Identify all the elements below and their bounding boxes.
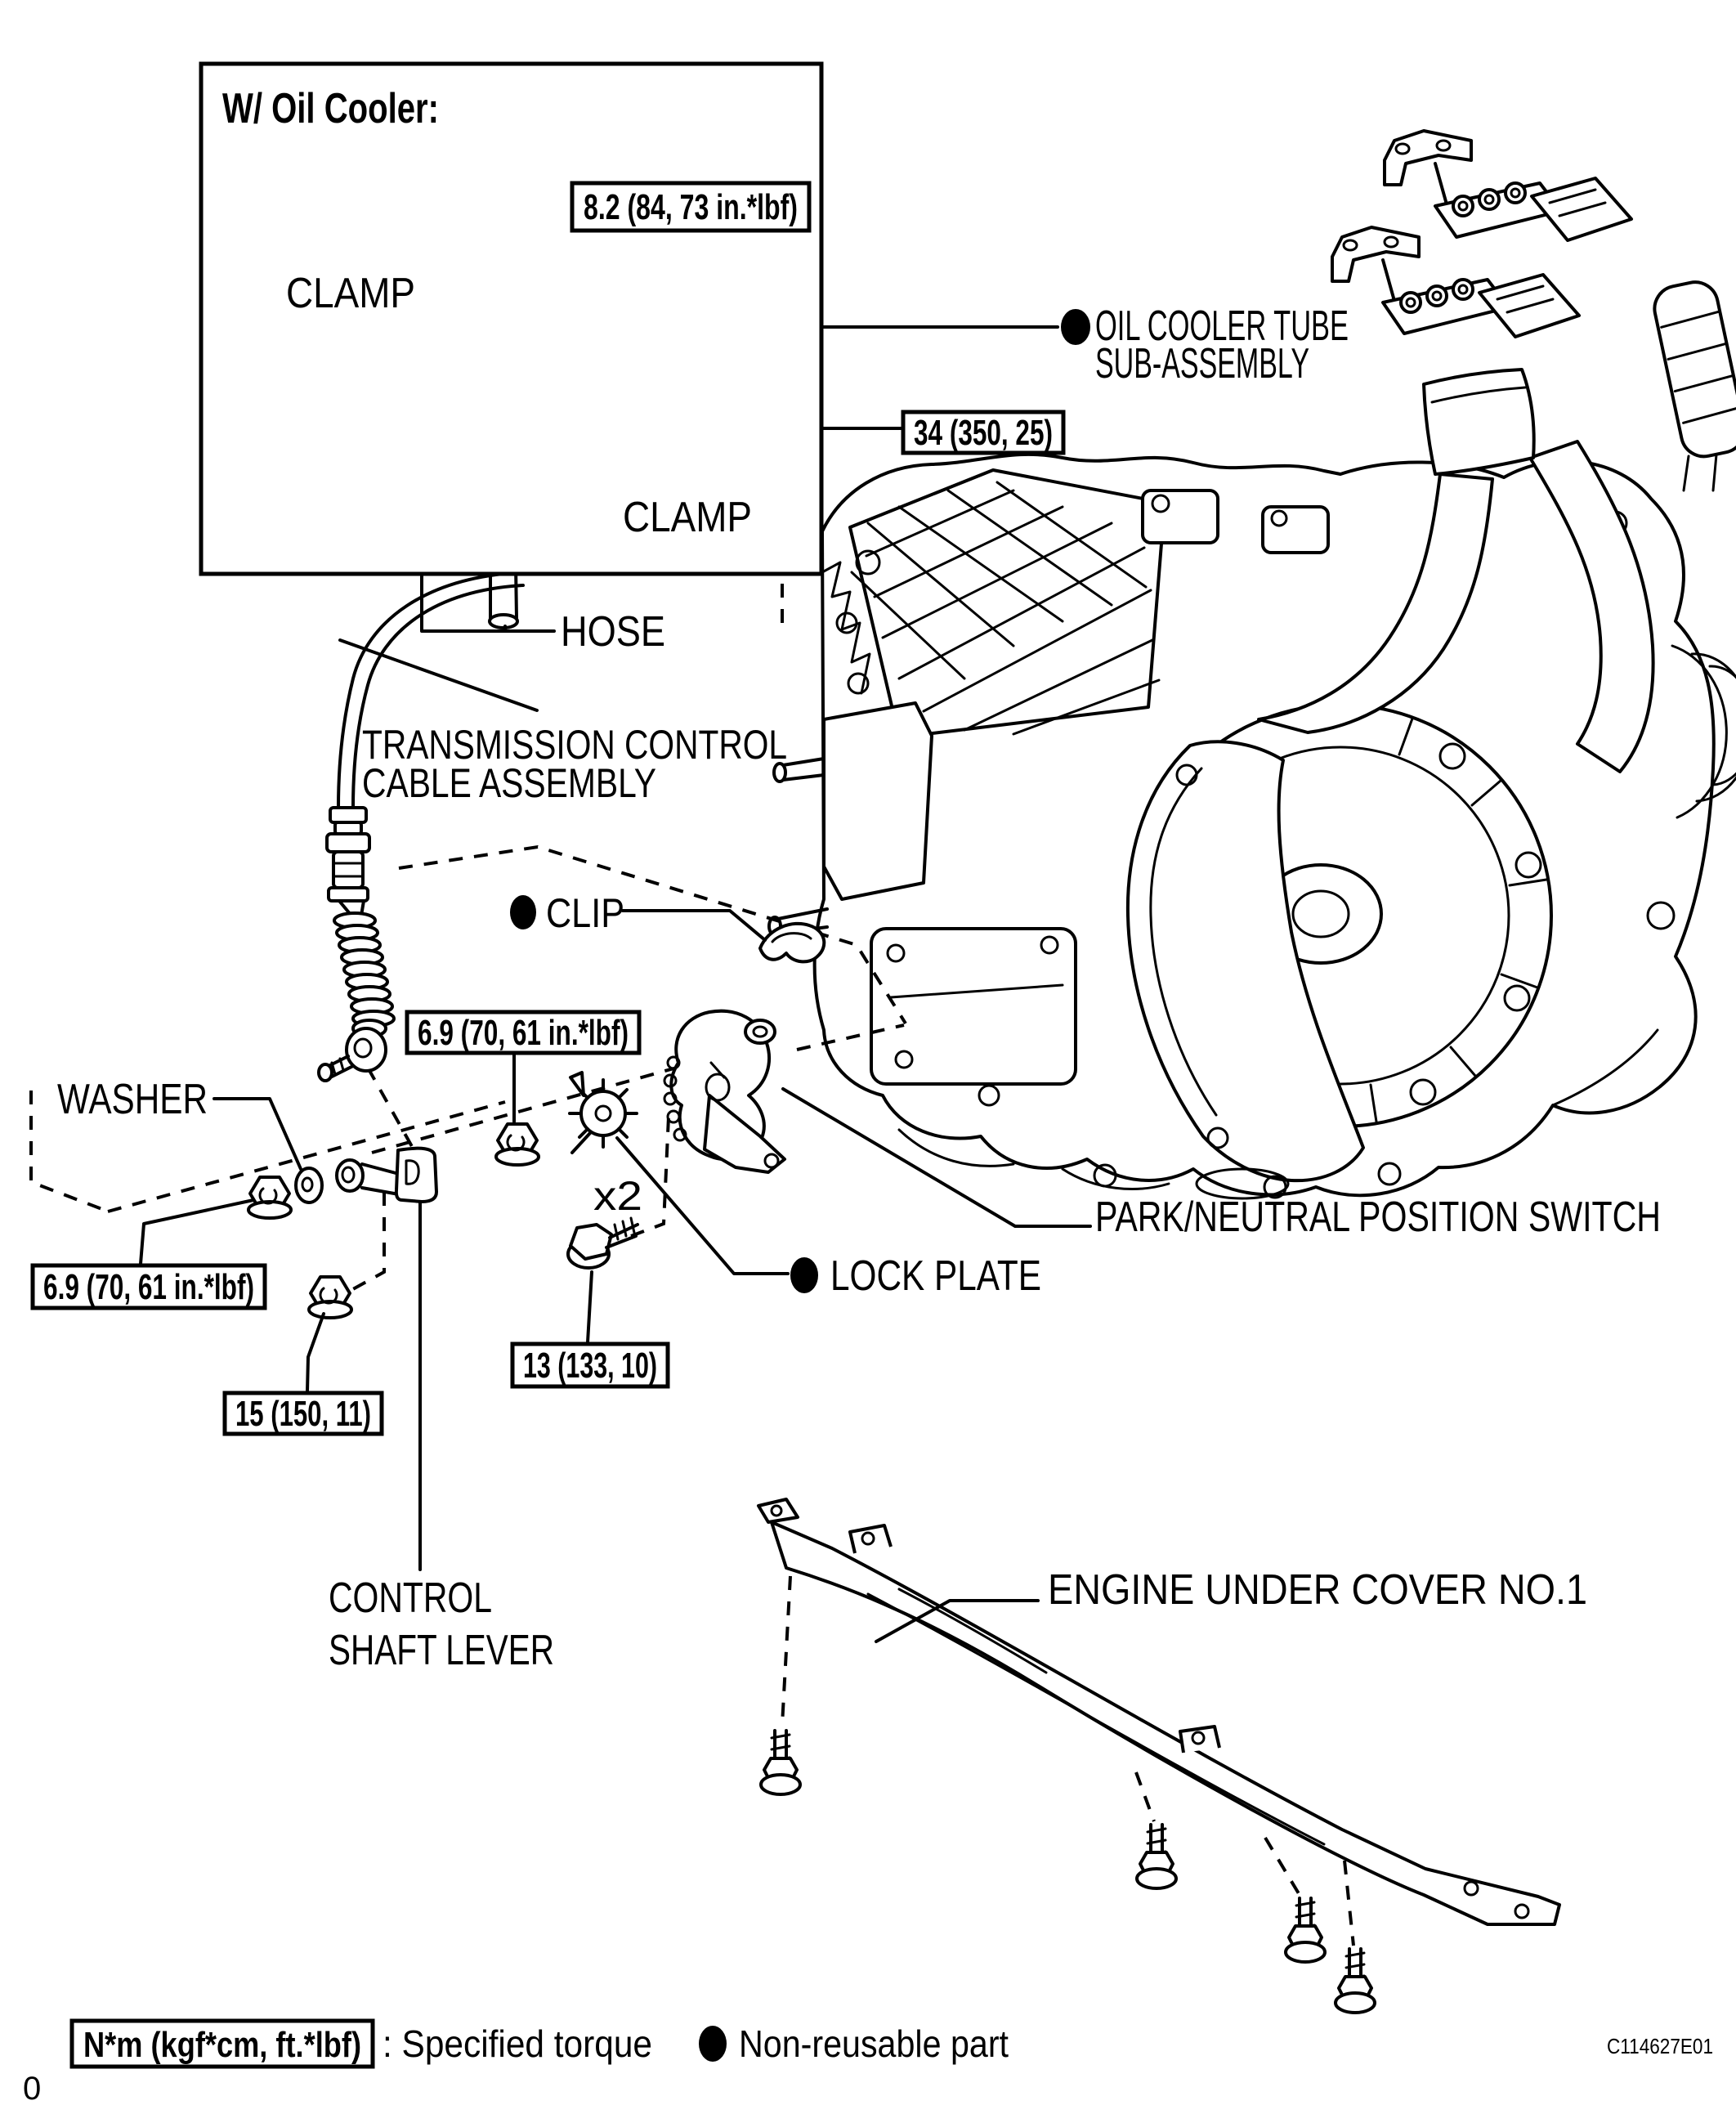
clip-drawing	[758, 921, 826, 964]
non-reusable-bullet-icon	[699, 2026, 727, 2062]
control-shaft-lever-label-line1: CONTROL	[329, 1574, 492, 1622]
cable-spring	[333, 911, 396, 1028]
sector-cover-plate	[1125, 740, 1365, 1183]
lock-plate-label: LOCK PLATE	[830, 1252, 1041, 1300]
clamp-upper-label: CLAMP	[286, 270, 415, 317]
oil-cooler-title: W/ Oil Cooler:	[222, 85, 439, 132]
torque-value-6-9-upper: 6.9 (70, 61 in.*lbf)	[418, 1013, 629, 1053]
cover-bolt-3	[1284, 1897, 1327, 1964]
figure-code: C114627E01	[1607, 2034, 1713, 2058]
control-shaft-lever-label-line2: SHAFT LEVER	[329, 1627, 554, 1674]
cable-drawing	[317, 571, 525, 1082]
legend-torque-label: : Specified torque	[383, 2022, 652, 2065]
bolt-quantity-label: x2	[593, 1173, 642, 1219]
legend: N*m (kgf*cm, ft.*lbf) : Specified torque…	[69, 2018, 1009, 2069]
page-number: 0	[23, 2071, 41, 2107]
axle-boot	[1653, 280, 1736, 459]
non-reusable-bullet-icon	[790, 1257, 818, 1293]
switch-drawing	[663, 1009, 786, 1174]
non-reusable-bullet-icon	[510, 895, 536, 929]
legend-torque-box	[69, 2018, 375, 2069]
torque-box-8-2	[570, 181, 812, 233]
oil-cooler-tube-label-line2: SUB-ASSEMBLY	[1095, 340, 1309, 387]
torque-box-15	[222, 1391, 384, 1436]
torque-value-8-2: 8.2 (84, 73 in.*lbf)	[584, 187, 798, 227]
washer-part	[294, 1167, 324, 1204]
legend-torque-format: N*m (kgf*cm, ft.*lbf)	[83, 2025, 361, 2065]
connector-bracket-lower	[1331, 226, 1581, 338]
transmission-cable-label-line1: TRANSMISSION CONTROL	[362, 722, 787, 768]
oil-cooler-frame	[199, 61, 824, 576]
under-cover-drawing	[757, 1498, 1561, 2014]
lock-plate-drawing	[568, 1071, 638, 1154]
cover-bolt-1	[759, 1729, 802, 1796]
lever-parts-drawing	[247, 1122, 639, 1319]
cover-bolt-2	[1135, 1823, 1178, 1890]
torque-box-6-9-lower	[30, 1263, 267, 1310]
connector-bracket-upper	[1383, 129, 1633, 242]
cable-ball-end	[317, 1027, 387, 1082]
nut-6-9-upper	[494, 1122, 540, 1167]
park-neutral-switch-label: PARK/NEUTRAL POSITION SWITCH	[1095, 1194, 1661, 1241]
transmission-drawing	[767, 129, 1736, 1200]
legend-non-reusable-label: Non-reusable part	[739, 2022, 1009, 2065]
nut-15	[307, 1275, 353, 1319]
hose-label: HOSE	[561, 608, 665, 656]
harness-tubes	[1257, 368, 1655, 773]
torque-box-6-9-upper	[405, 1010, 642, 1055]
engine-under-cover-label: ENGINE UNDER COVER NO.1	[1048, 1566, 1587, 1614]
cover-bolt-4	[1334, 1947, 1376, 2014]
torque-value-15: 15 (150, 11)	[235, 1394, 371, 1434]
torque-value-34: 34 (350, 25)	[914, 413, 1053, 453]
torque-value-13: 13 (133, 10)	[523, 1346, 657, 1386]
non-reusable-bullet-icon	[1061, 309, 1090, 345]
oil-cooler-tube-label-line1: OIL COOLER TUBE	[1095, 302, 1349, 350]
control-shaft-lever-part	[335, 1146, 438, 1203]
bolt-13	[566, 1216, 639, 1270]
torque-box-13	[510, 1341, 670, 1389]
clip-label: CLIP	[546, 890, 624, 936]
torque-value-6-9-lower: 6.9 (70, 61 in.*lbf)	[43, 1267, 254, 1307]
nut-6-9-lower	[247, 1176, 293, 1220]
clamp-lower-label: CLAMP	[623, 494, 752, 541]
torque-box-34	[901, 410, 1066, 455]
valve-body-hatching	[848, 468, 1166, 739]
transmission-cable-label-line2: CABLE ASSEMBLY	[362, 760, 656, 806]
leader-lines	[139, 204, 1092, 1643]
washer-label: WASHER	[57, 1076, 208, 1123]
